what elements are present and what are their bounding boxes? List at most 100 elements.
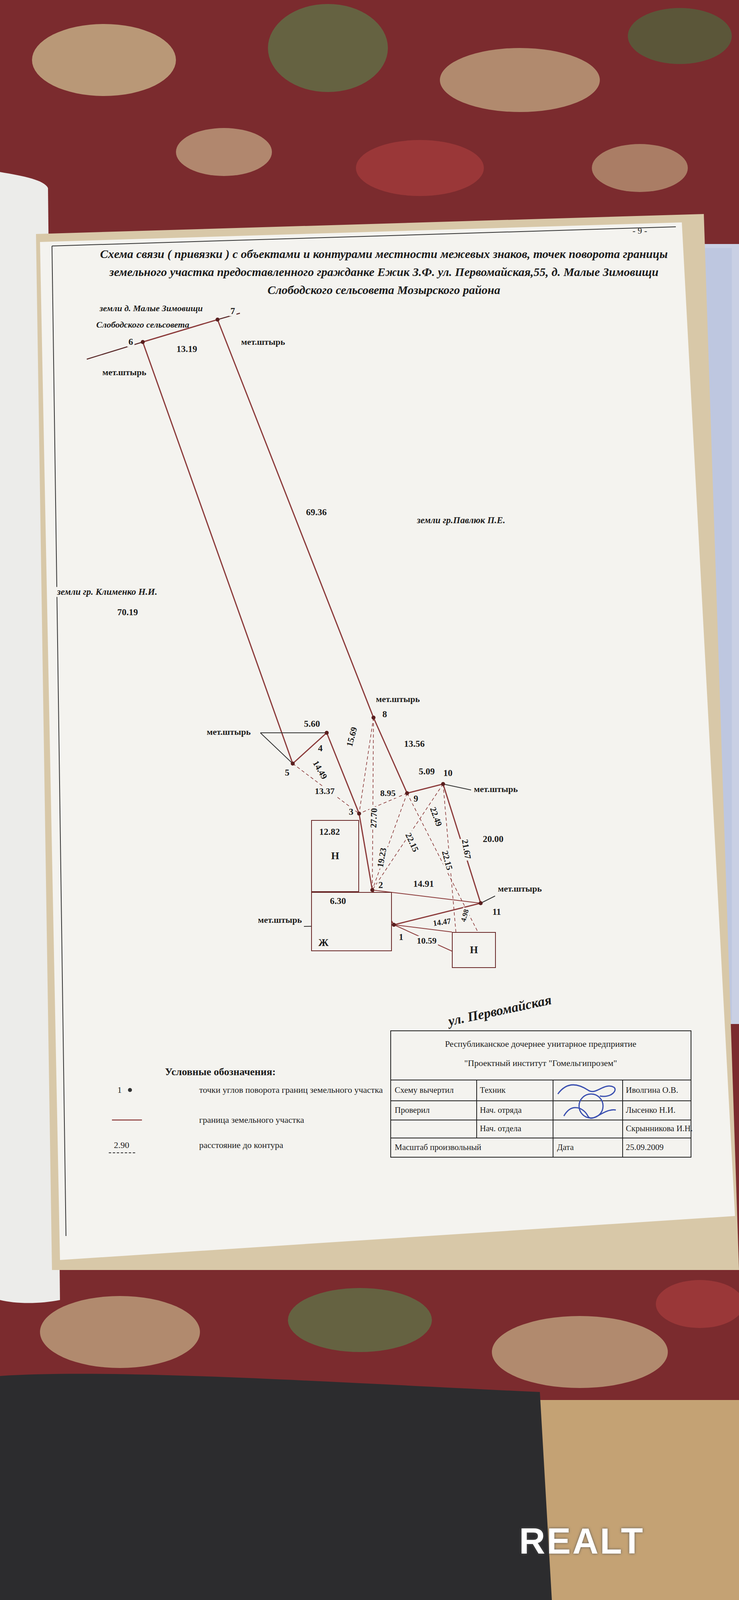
label-text: Нач. отдела <box>479 1123 522 1133</box>
dimension-label: 13.19 <box>175 343 199 354</box>
dimension-label: 11 <box>491 906 503 917</box>
boundary-points-part <box>391 922 396 927</box>
boundary-points-part <box>405 790 410 795</box>
dimension-label: земли гр. Клименко Н.И. <box>55 586 159 597</box>
dimension-label: 8 <box>381 709 389 720</box>
dimension-label: мет.штырь <box>496 883 544 894</box>
label-text: Нач. отряда <box>479 1105 522 1115</box>
marker-leaders-part <box>260 732 327 734</box>
dimension-label: 3 <box>347 806 355 817</box>
dimension-label: 1 <box>397 931 405 942</box>
boundary-points-part <box>478 900 483 905</box>
boundary-points-part <box>140 339 145 344</box>
measure-lines-part <box>393 924 454 952</box>
title-block-grid <box>390 1030 692 1157</box>
dimension-label: мет.штырь <box>101 367 148 378</box>
carpet-part <box>355 139 484 196</box>
paper-page-part <box>39 222 736 1260</box>
dimension-label: 9 <box>412 793 420 804</box>
label-text: Скрынникова И.Н. <box>625 1123 693 1133</box>
legend-text: расстояние до контура <box>199 1140 284 1150</box>
marker-leaders-part <box>443 783 472 790</box>
legend-text: точки углов поворота границ земельного у… <box>199 1084 383 1095</box>
legend-samples-part <box>108 1152 136 1153</box>
dimension-label: 8.95 <box>379 788 398 798</box>
dimension-label: 6 <box>127 336 135 347</box>
title-block-grid-part <box>390 1137 692 1139</box>
dimension-label: 2 <box>377 879 385 890</box>
tie-lines-part <box>372 717 374 890</box>
page-frame-part <box>51 226 676 246</box>
boundary-points-part <box>441 781 446 786</box>
boundary-points-part <box>370 887 375 892</box>
building-type: Н <box>331 850 340 862</box>
cardboard-sheet-part <box>35 213 739 1270</box>
dimension-label: 70.19 <box>115 607 140 618</box>
tie-lines-part <box>407 792 478 932</box>
carpet-part <box>491 1315 668 1388</box>
dimension-label: 10.59 <box>415 935 438 946</box>
label-text: 2.90 <box>113 1140 130 1150</box>
building-box: Ж <box>311 891 392 951</box>
floor-part <box>0 1373 552 1600</box>
dimension-label: мет.штырь <box>205 727 252 737</box>
dimension-label: 5 <box>283 767 291 778</box>
dimension-label: 14.91 <box>411 878 436 889</box>
title-block-grid-part <box>390 1100 692 1101</box>
title-block-grid-part <box>390 1030 692 1157</box>
label-text: Слободского сельсовета <box>96 319 190 330</box>
signature <box>557 1084 616 1119</box>
boundary-points-part <box>215 317 220 322</box>
dimension-label: 69.36 <box>304 507 328 518</box>
dimension-label: 5.09 <box>417 766 436 777</box>
carpet-part <box>655 1279 739 1328</box>
paper-page <box>39 222 736 1260</box>
title-block-grid-part <box>552 1079 554 1157</box>
boundary-points-part <box>371 715 376 720</box>
label-text: - 9 - <box>632 225 648 236</box>
tie-lines-part <box>359 717 374 814</box>
page-frame <box>51 226 676 1236</box>
building-type: Н <box>469 944 478 956</box>
dimension-label: 7 <box>229 305 237 316</box>
dimension-label: мет.штырь <box>256 914 304 925</box>
dimension-label: 20.00 <box>481 833 505 844</box>
dimension-label: 5.60 <box>302 718 322 729</box>
legend-samples-part <box>127 1087 132 1092</box>
dimension-label: 27.70 <box>368 806 380 829</box>
title-block-grid-part <box>476 1079 478 1138</box>
label-text: Дата <box>557 1142 574 1152</box>
carpet-part <box>267 3 388 92</box>
neighbour-boundary-part <box>217 313 240 320</box>
legend-text: граница земельного участка <box>199 1114 305 1125</box>
building-box: Н <box>451 931 496 968</box>
carpet-part <box>175 127 272 176</box>
dimension-label: 13.37 <box>313 786 336 796</box>
label-text: Условные обозначения: <box>164 1066 276 1078</box>
tie-lines-part <box>372 783 444 890</box>
boundary-points-part <box>357 811 362 816</box>
carpet-part <box>627 7 732 64</box>
signature-part <box>563 1107 616 1119</box>
carpet-part <box>287 1287 432 1352</box>
watermark: REALT <box>519 1521 645 1561</box>
label-text: Масштаб произвольный <box>394 1142 482 1152</box>
carpet-part <box>591 143 688 192</box>
plot-boundary <box>142 319 481 925</box>
label-text: земли д. Малые Зимовищи <box>99 303 203 314</box>
legend-samples <box>108 1087 142 1153</box>
dimension-label: мет.штырь <box>239 337 287 347</box>
legend-samples-part <box>111 1119 142 1121</box>
diagram-title: Схема связи ( привязки ) с объектами и к… <box>99 244 668 299</box>
page-frame-part <box>51 245 66 1236</box>
dimension-label: 13.56 <box>402 738 426 749</box>
label-text: Техник <box>479 1085 506 1095</box>
carpet-part <box>0 0 739 1408</box>
dimension-label: 10 <box>442 767 454 778</box>
dimension-label: 4 <box>316 742 324 753</box>
signature-part <box>579 1093 604 1118</box>
cardboard-sheet <box>35 213 739 1270</box>
floor <box>0 1373 739 1600</box>
